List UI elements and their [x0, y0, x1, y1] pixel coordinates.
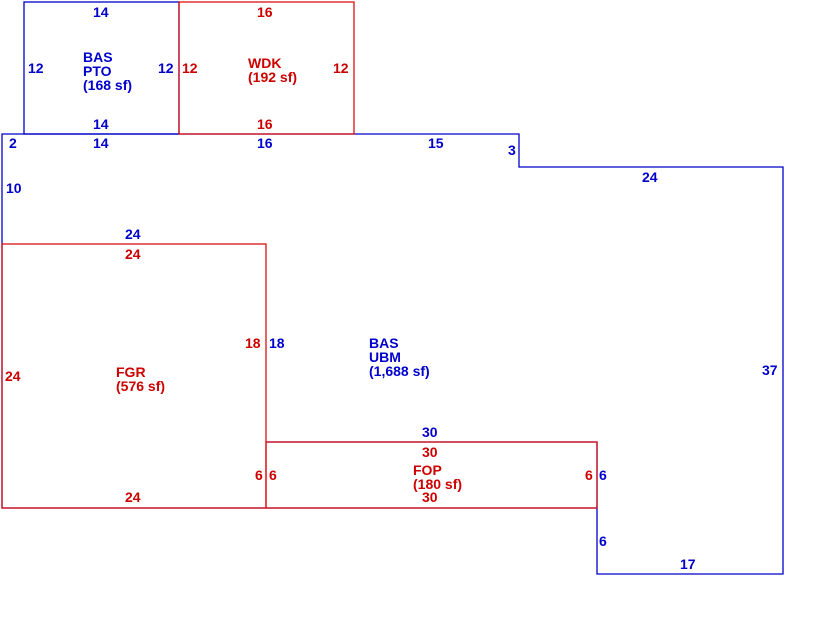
wdk-dim-right: 12 — [333, 60, 349, 76]
fop-dim-top: 30 — [422, 444, 438, 460]
fop-area: (180 sf) — [413, 476, 462, 492]
wdk-area: (192 sf) — [248, 69, 297, 85]
fgr-dim-right-upper: 18 — [245, 335, 261, 351]
main-dim-top-a: 14 — [93, 135, 109, 151]
pto-dim-bottom: 14 — [93, 116, 109, 132]
fgr-area: (576 sf) — [116, 378, 165, 394]
pto-dim-right: 12 — [158, 60, 174, 76]
fgr-code: FGR — [116, 364, 146, 380]
fgr-dim-right-lower: 6 — [255, 467, 263, 483]
main-dim-top-b: 16 — [257, 135, 273, 151]
pto-code: BAS — [83, 49, 113, 65]
main-dim-top-c: 15 — [428, 135, 444, 151]
fop-outline — [265, 441, 598, 509]
ubm-area: (1,688 sf) — [369, 363, 430, 379]
ubm-sub: UBM — [369, 349, 401, 365]
main-dim-fop-top: 30 — [422, 424, 438, 440]
wdk-dim-left: 12 — [182, 60, 198, 76]
wdk-outline — [178, 1, 355, 135]
main-dim-bottom: 17 — [680, 556, 696, 572]
main-dim-fop-right: 6 — [599, 467, 607, 483]
main-dim-top-right: 24 — [642, 169, 658, 185]
fgr-dim-top: 24 — [125, 246, 141, 262]
wdk-code: WDK — [248, 55, 281, 71]
main-dim-step: 3 — [508, 142, 516, 158]
ubm-code: BAS — [369, 335, 399, 351]
pto-area: (168 sf) — [83, 77, 132, 93]
pto-dim-left: 12 — [28, 60, 44, 76]
main-dim-fgr-top: 24 — [125, 226, 141, 242]
pto-sub: PTO — [83, 63, 112, 79]
fgr-dim-left: 24 — [5, 368, 21, 384]
main-dim-fgr-right: 18 — [269, 335, 285, 351]
fop-dim-bottom: 30 — [422, 489, 438, 505]
fgr-outline — [1, 243, 267, 509]
wdk-dim-top: 16 — [257, 4, 273, 20]
main-dim-left-top: 2 — [9, 135, 17, 151]
fgr-dim-bottom: 24 — [125, 489, 141, 505]
main-dim-right: 37 — [762, 362, 778, 378]
fop-code: FOP — [413, 462, 442, 478]
wdk-dim-bottom: 16 — [257, 116, 273, 132]
fop-dim-left: 6 — [269, 467, 277, 483]
main-dim-lower-left: 6 — [599, 533, 607, 549]
main-dim-left-upper: 10 — [6, 180, 22, 196]
pto-dim-top: 14 — [93, 4, 109, 20]
fop-dim-right: 6 — [585, 467, 593, 483]
